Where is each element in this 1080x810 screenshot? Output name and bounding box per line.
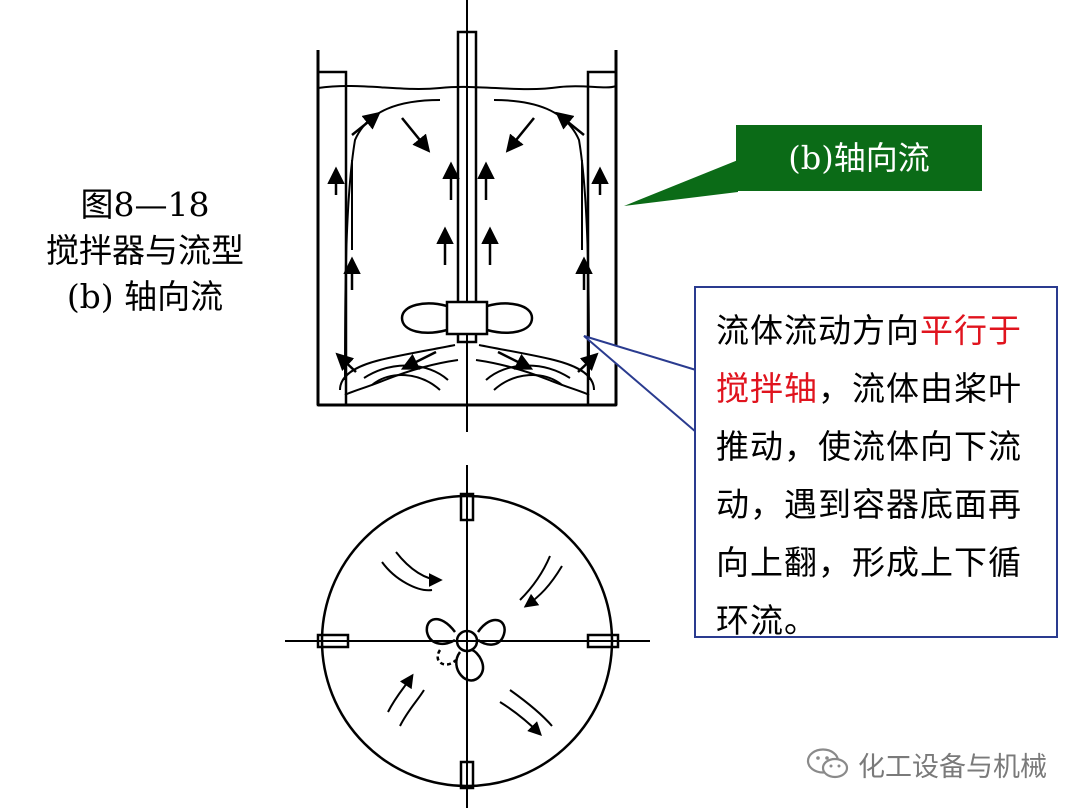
circulation-loop-left bbox=[339, 99, 459, 396]
watermark-text: 化工设备与机械 bbox=[858, 751, 1047, 783]
agitator-shaft bbox=[456, 0, 478, 432]
vessel-top-view bbox=[285, 465, 650, 808]
note-text-1: 流体流动方向 bbox=[716, 311, 920, 350]
label-pointer bbox=[624, 160, 738, 206]
figure-caption: 图8—18 搅拌器与流型 (b) 轴向流 bbox=[30, 182, 260, 320]
figure-subtitle: (b) 轴向流 bbox=[66, 277, 224, 316]
note-pointer bbox=[583, 335, 697, 433]
note-highlight: 平行于搅拌轴 bbox=[716, 311, 1022, 408]
flow-arrows-top bbox=[381, 551, 563, 736]
circulation-loop-right bbox=[475, 99, 595, 396]
figure-title: 搅拌器与流型 bbox=[46, 231, 244, 270]
figure-number: 图8—18 bbox=[80, 185, 210, 224]
wechat-icon bbox=[806, 748, 849, 779]
note-text-2: ，流体由桨叶推动，使流体向下流动，遇到容器底面再向上翻，形成上下循环流。 bbox=[716, 369, 1022, 640]
watermark: 化工设备与机械 bbox=[806, 744, 1047, 784]
axial-flow-label: (b)轴向流 bbox=[736, 125, 982, 191]
baffle-left bbox=[316, 70, 348, 407]
flow-arrows-side bbox=[327, 111, 609, 373]
description-box: 流体流动方向平行于搅拌轴，流体由桨叶推动，使流体向下流动，遇到容器底面再向上翻，… bbox=[694, 286, 1058, 640]
axial-impeller bbox=[400, 300, 534, 336]
